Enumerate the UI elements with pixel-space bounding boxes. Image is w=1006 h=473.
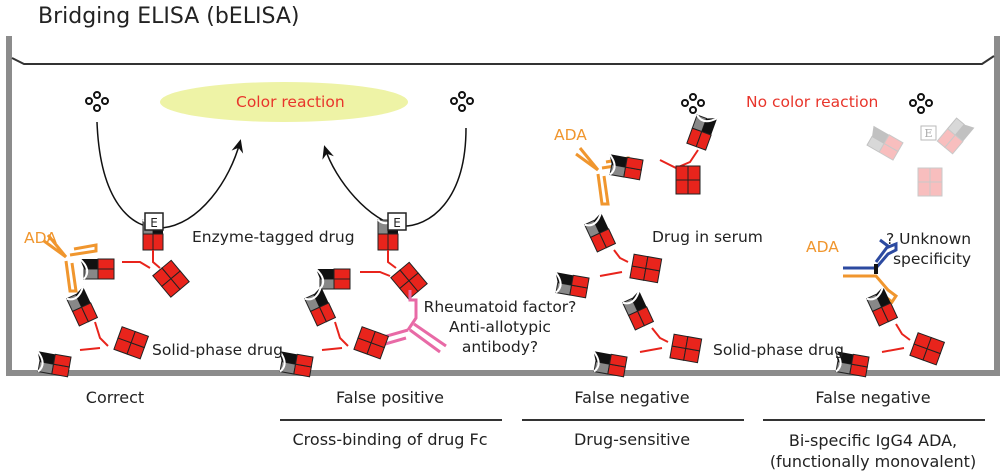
subcaption-cross-binding: Cross-binding of drug Fc — [292, 430, 488, 449]
no-color-reaction-label: No color reaction — [746, 93, 879, 111]
enzyme-tag-icon — [920, 125, 937, 141]
ada-label: ADA — [806, 238, 839, 256]
unknown-line-2: specificity — [892, 250, 972, 268]
solid-phase-drug-label: Solid-phase drug — [152, 341, 283, 359]
subcaption-drug-sensitive: Drug-sensitive — [573, 430, 691, 449]
rheumatoid-factor-label: Rheumatoid factor? Anti-allotypic antibo… — [420, 297, 580, 357]
rheumatoid-line-1: Rheumatoid factor? — [423, 298, 577, 316]
panel-false-negative-drug — [551, 110, 719, 378]
caption-false-negative-drug: False negative — [574, 388, 690, 407]
solid-phase-drug — [33, 285, 149, 378]
drug-in-serum — [605, 110, 719, 195]
enzyme-tag-letter: E — [150, 216, 158, 230]
unknown-line-1: ? Unknown — [886, 230, 972, 248]
enzyme-tag-icon — [387, 212, 407, 231]
ada-label: ADA — [24, 229, 57, 247]
solid-phase-drug-label: Solid-phase drug — [713, 341, 844, 359]
subcaption-bispecific-line-1: Bi-specific IgG4 ADA, — [788, 431, 958, 450]
reaction-arrow — [96, 121, 244, 229]
substrate-icon — [450, 91, 474, 112]
ada-label: ADA — [554, 126, 587, 144]
substrate-icon — [681, 93, 705, 114]
faded-enzyme-drug: E — [863, 114, 975, 197]
unknown-specificity-label: ? Unknown specificity — [886, 229, 971, 269]
panel-false-negative-bispecific: E — [831, 114, 975, 378]
enzyme-tagged-drug — [79, 212, 190, 298]
drug-in-serum-label: Drug in serum — [652, 228, 763, 246]
substrate-icon — [909, 93, 933, 114]
subcaption-bispecific: Bi-specific IgG4 ADA, (functionally mono… — [753, 430, 993, 472]
enzyme-tagged-drug-label: Enzyme-tagged drug — [192, 228, 355, 246]
rheumatoid-factor-antibody — [375, 290, 447, 354]
solid-phase-drug — [589, 289, 703, 378]
enzyme-tag-letter: E — [393, 216, 401, 230]
rheumatoid-line-3: antibody? — [461, 338, 539, 356]
color-reaction-ellipse — [160, 82, 408, 122]
bispecific-ada — [843, 238, 899, 305]
reaction-arrow — [322, 127, 467, 227]
substrate-icon — [85, 91, 109, 112]
enzyme-tagged-drug — [315, 212, 428, 300]
figure-title: Bridging ELISA (bELISA) — [38, 4, 300, 29]
caption-divider — [522, 419, 744, 421]
panel-correct — [33, 212, 190, 378]
panel-false-positive — [275, 212, 447, 378]
caption-divider — [280, 419, 502, 421]
caption-false-negative-bispecific: False negative — [815, 388, 931, 407]
caption-divider — [763, 419, 985, 421]
solid-phase-drug — [831, 285, 945, 378]
drug-in-serum — [551, 211, 663, 299]
color-reaction-label: Color reaction — [236, 93, 345, 111]
caption-correct: Correct — [85, 388, 145, 407]
caption-false-positive: False positive — [335, 388, 444, 407]
rheumatoid-line-2: Anti-allotypic — [449, 318, 551, 336]
solid-phase-drug — [275, 285, 389, 378]
enzyme-tag-icon — [144, 212, 164, 231]
svg-text:E: E — [924, 127, 932, 140]
subcaption-bispecific-line-2: (functionally monovalent) — [769, 452, 977, 471]
plate-well — [6, 36, 1000, 376]
